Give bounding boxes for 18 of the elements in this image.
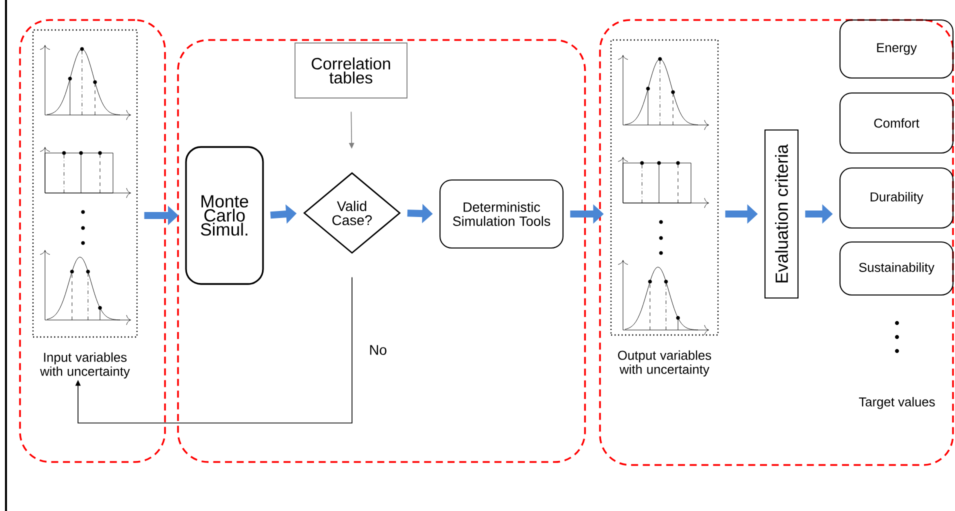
process-box: Sustainability (839, 241, 954, 296)
edge-label: No (368, 344, 388, 356)
dashed-group-box (19, 19, 166, 463)
dashed-group-box (599, 19, 954, 466)
dashed-group-box (177, 39, 586, 463)
distribution-panel (610, 39, 719, 336)
group-label: Target values (858, 397, 935, 409)
distribution-panel (32, 29, 138, 338)
process-box: Energy (839, 19, 954, 79)
panel-caption: Input variables with uncertainty (40, 352, 130, 378)
process-box: Monte Carlo Simul. (185, 146, 264, 285)
criteria-box: Evaluation criteria (764, 129, 799, 299)
input-box: Correlation tables (294, 42, 408, 98)
process-box: Durability (839, 167, 954, 229)
process-box: Deterministic Simulation Tools (439, 179, 564, 249)
arrow (75, 276, 352, 424)
process-box: Comfort (839, 92, 954, 154)
panel-caption: Output variables with uncertainty (618, 350, 712, 376)
